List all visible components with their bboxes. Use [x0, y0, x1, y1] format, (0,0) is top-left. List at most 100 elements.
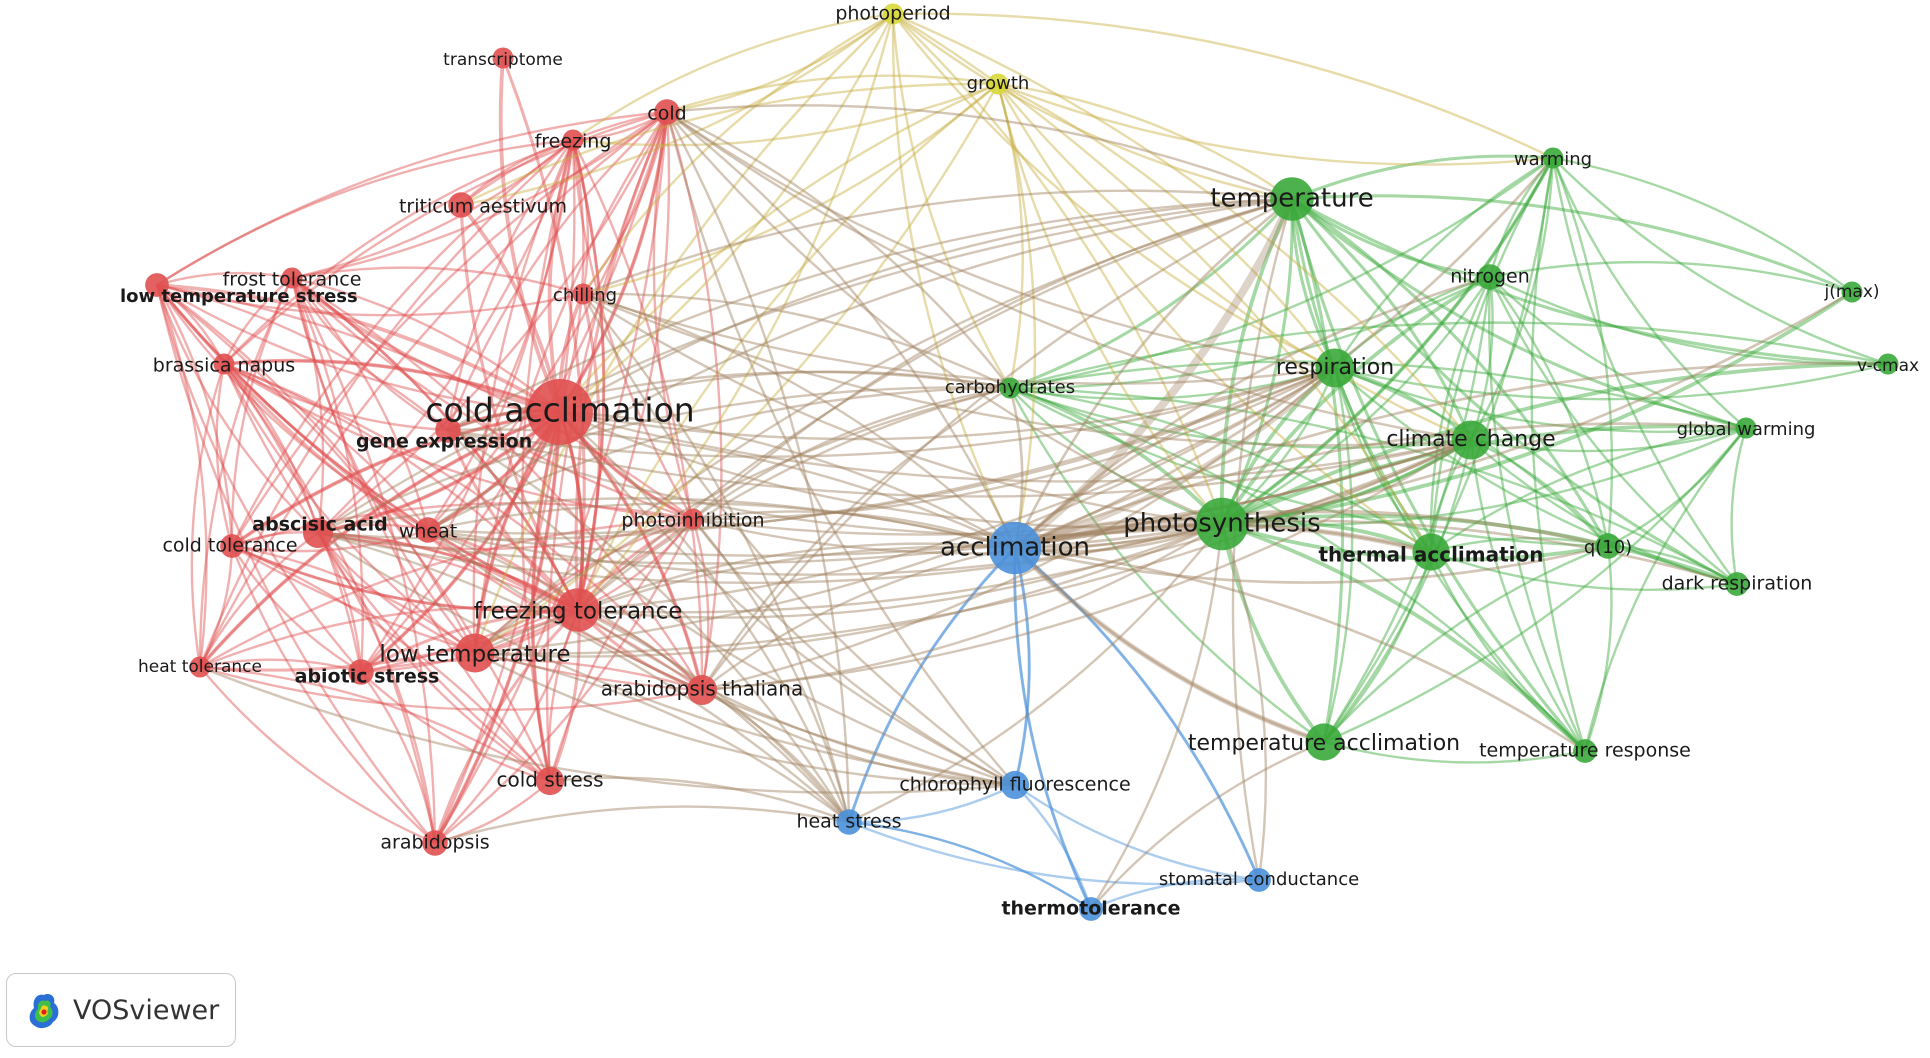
label-photoinhibition[interactable]: photoinhibition [621, 510, 764, 532]
label-photoperiod[interactable]: photoperiod [835, 3, 950, 25]
node-transcriptome[interactable] [492, 47, 514, 69]
node-arabidopsis-thaliana[interactable] [687, 675, 717, 705]
label-cold[interactable]: cold [647, 103, 686, 125]
edge-global-warming--temperature-response [1583, 427, 1747, 752]
label-frost-tolerance[interactable]: frost tolerance [223, 269, 362, 291]
node-photosynthesis[interactable] [1195, 497, 1249, 551]
edge-photoinhibition--respiration [692, 366, 1336, 521]
label-thermal-acclimation[interactable]: thermal acclimation [1318, 543, 1543, 567]
node-thermal-acclimation[interactable] [1412, 533, 1450, 571]
node-brassica-napus[interactable] [213, 353, 235, 375]
label-freezing[interactable]: freezing [535, 131, 612, 153]
label-arabidopsis-thaliana[interactable]: arabidopsis thaliana [601, 677, 803, 701]
vosviewer-badge[interactable]: VOSviewer [6, 973, 236, 1047]
label-heat-tolerance[interactable]: heat tolerance [138, 657, 262, 677]
edge-abscisic-acid--photosynthesis [317, 522, 1223, 585]
label-stomatal-conductance[interactable]: stomatal conductance [1159, 869, 1359, 890]
node-chilling[interactable] [572, 283, 594, 305]
label-low-temperature-stress[interactable]: low temperature stress [120, 286, 358, 307]
label-global-warming[interactable]: global warming [1677, 419, 1816, 440]
node-q-10-[interactable] [1595, 533, 1621, 559]
edge-freezing--cold-stress [520, 139, 575, 782]
label-abscisic-acid[interactable]: abscisic acid [252, 514, 387, 536]
node-warming[interactable] [1542, 147, 1564, 169]
label-low-temperature[interactable]: low temperature [379, 642, 570, 668]
label-growth[interactable]: growth [967, 73, 1030, 94]
node-low-temperature-stress[interactable] [145, 273, 169, 297]
node-gene-expression[interactable] [435, 417, 461, 443]
node-wheat[interactable] [415, 517, 441, 543]
edge-brassica-napus--freezing-tolerance [223, 362, 579, 611]
node-thermotolerance[interactable] [1079, 897, 1103, 921]
label-chlorophyll-fluorescence[interactable]: chlorophyll fluorescence [899, 774, 1130, 796]
node-freezing[interactable] [562, 129, 584, 151]
label-warming[interactable]: warming [1514, 149, 1592, 170]
label-gene-expression[interactable]: gene expression [356, 431, 532, 453]
node-low-temperature[interactable] [455, 633, 495, 673]
edge-cold-tolerance--abiotic-stress [230, 545, 362, 674]
node-temperature[interactable] [1270, 177, 1314, 221]
label-dark-respiration[interactable]: dark respiration [1662, 573, 1813, 595]
label-temperature[interactable]: temperature [1210, 184, 1373, 214]
node-carbohydrates[interactable] [999, 377, 1021, 399]
node-growth[interactable] [987, 73, 1009, 95]
node-dark-respiration[interactable] [1725, 572, 1749, 596]
node-chlorophyll-fluorescence[interactable] [1000, 770, 1030, 800]
node-arabidopsis[interactable] [422, 830, 448, 856]
label-abiotic-stress[interactable]: abiotic stress [295, 666, 440, 688]
node-abiotic-stress[interactable] [348, 659, 374, 685]
label-cold-acclimation[interactable]: cold acclimation [425, 391, 694, 430]
node-cold[interactable] [654, 99, 680, 125]
label-temperature-response[interactable]: temperature response [1479, 740, 1691, 762]
label-arabidopsis[interactable]: arabidopsis [380, 832, 489, 854]
edge-cold--heat-tolerance [198, 111, 668, 668]
node-j-max-[interactable] [1841, 281, 1863, 303]
edge-respiration--carbohydrates [1009, 366, 1336, 400]
label-cold-stress[interactable]: cold stress [496, 768, 603, 792]
edge-brassica-napus--photoinhibition [223, 362, 694, 521]
label-q-10-[interactable]: q(10) [1584, 537, 1632, 558]
edge-photoinhibition--arabidopsis-thaliana [691, 518, 710, 691]
node-v-cmax[interactable] [1877, 353, 1899, 375]
node-cold-acclimation[interactable] [527, 379, 593, 445]
node-cold-tolerance[interactable] [220, 534, 244, 558]
label-heat-stress[interactable]: heat stress [796, 811, 901, 833]
node-cold-stress[interactable] [535, 766, 565, 796]
label-carbohydrates[interactable]: carbohydrates [945, 377, 1075, 398]
node-heat-stress[interactable] [836, 809, 862, 835]
node-temperature-response[interactable] [1573, 739, 1597, 763]
label-cold-tolerance[interactable]: cold tolerance [162, 535, 297, 557]
label-acclimation[interactable]: acclimation [940, 533, 1090, 563]
edge-global-warming--temperature-acclimation [1323, 427, 1747, 744]
node-global-warming[interactable] [1735, 417, 1757, 439]
node-freezing-tolerance[interactable] [556, 588, 600, 632]
node-heat-tolerance[interactable] [189, 656, 211, 678]
label-triticum-aestivum[interactable]: triticum aestivum [399, 196, 567, 218]
label-transcriptome[interactable]: transcriptome [443, 50, 563, 70]
node-frost-tolerance[interactable] [281, 267, 303, 289]
label-chilling[interactable]: chilling [553, 285, 617, 306]
label-photosynthesis[interactable]: photosynthesis [1123, 509, 1320, 539]
node-climate-change[interactable] [1451, 420, 1491, 460]
node-temperature-acclimation[interactable] [1305, 723, 1343, 761]
label-temperature-acclimation[interactable]: temperature acclimation [1188, 731, 1460, 756]
node-respiration[interactable] [1315, 348, 1355, 388]
node-triticum-aestivum[interactable] [448, 192, 474, 218]
label-respiration[interactable]: respiration [1276, 355, 1394, 380]
label-j-max-[interactable]: j(max) [1823, 282, 1879, 302]
edge-temperature--warming [1291, 154, 1554, 201]
node-abscisic-acid[interactable] [303, 518, 333, 548]
node-nitrogen[interactable] [1477, 264, 1503, 290]
label-wheat[interactable]: wheat [399, 521, 457, 543]
label-freezing-tolerance[interactable]: freezing tolerance [474, 599, 683, 625]
label-thermotolerance[interactable]: thermotolerance [1001, 898, 1180, 920]
label-nitrogen[interactable]: nitrogen [1450, 266, 1530, 288]
label-brassica-napus[interactable]: brassica napus [153, 355, 295, 377]
node-photoinhibition[interactable] [682, 508, 704, 530]
label-climate-change[interactable]: climate change [1386, 427, 1555, 452]
node-acclimation[interactable] [988, 521, 1042, 575]
label-v-cmax[interactable]: v-cmax [1857, 356, 1919, 376]
node-photoperiod[interactable] [882, 3, 904, 25]
node-stomatal-conductance[interactable] [1247, 868, 1271, 892]
edge-acclimation--stomatal-conductance [1014, 547, 1261, 881]
